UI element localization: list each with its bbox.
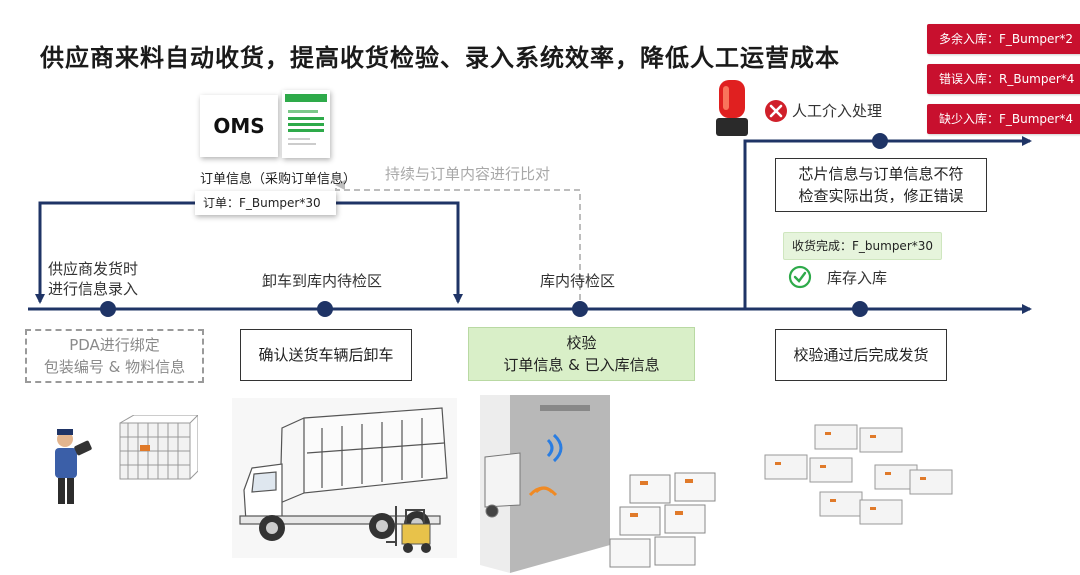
stock-in-label: 库存入库 <box>827 269 888 287</box>
oms-logo: OMS <box>213 114 265 138</box>
received-tag: 收货完成：F_bumper*30 <box>783 232 943 260</box>
oms-right-branch <box>336 201 463 304</box>
oms-logo-card: OMS <box>200 95 278 157</box>
alarm-beacon-icon <box>716 80 748 136</box>
pda-line-2: 包装编号 & 物料信息 <box>43 358 186 376</box>
step2-above-label: 卸车到库内待检区 <box>262 272 383 290</box>
document-icon <box>282 90 330 158</box>
exception-dot <box>872 133 888 149</box>
oms-left-branch <box>35 201 195 304</box>
step-dot-4 <box>852 301 868 317</box>
crate-stacks-illustration <box>764 424 953 525</box>
alert-tag-wrong: 错误入库：R_Bumper*4 <box>927 64 1080 94</box>
pda-line-1: PDA进行绑定 <box>69 336 160 354</box>
oms-order-label: 订单：F_Bumper*30 <box>195 191 336 215</box>
step-dot-2 <box>317 301 333 317</box>
worker-scanner-illustration <box>55 415 198 504</box>
step1-above-line-2: 进行信息录入 <box>48 280 139 298</box>
unload-confirm-box: 确认送货车辆后卸车 <box>240 329 412 381</box>
oms-caption: 订单信息（采购订单信息） <box>200 172 357 187</box>
ship-complete-box: 校验通过后完成发货 <box>775 329 947 381</box>
compare-label: 持续与订单内容进行比对 <box>385 165 551 183</box>
compare-path <box>335 185 581 300</box>
verify-line-2: 订单信息 & 已入库信息 <box>503 356 660 374</box>
pda-bind-box: PDA进行绑定 包装编号 & 物料信息 <box>25 329 204 383</box>
step1-above-label: 供应商发货时 进行信息录入 <box>48 259 138 299</box>
alert-tag-extra: 多余入库：F_Bumper*2 <box>927 24 1080 54</box>
manual-label: 人工介入处理 <box>792 102 883 120</box>
page-title: 供应商来料自动收货，提高收货检验、录入系统效率，降低人工运营成本 <box>40 44 840 72</box>
step1-above-line-1: 供应商发货时 <box>48 260 139 278</box>
spreadsheet-icon <box>285 94 327 145</box>
check-circle-icon <box>788 265 812 289</box>
step3-above-label: 库内待检区 <box>540 272 616 290</box>
rfid-gate-illustration <box>470 395 725 573</box>
verify-box: 校验 订单信息 & 已入库信息 <box>468 327 695 381</box>
mismatch-line-1: 芯片信息与订单信息不符 <box>798 165 964 183</box>
truck-unloading-illustration <box>232 398 457 558</box>
step-dot-1 <box>100 301 116 317</box>
verify-line-1: 校验 <box>566 334 597 352</box>
exception-branch <box>743 136 1032 309</box>
alert-tag-missing: 缺少入库：F_Bumper*4 <box>927 104 1080 134</box>
mismatch-box: 芯片信息与订单信息不符 检查实际出货，修正错误 <box>775 158 987 212</box>
error-x-icon <box>765 100 787 122</box>
mismatch-line-2: 检查实际出货，修正错误 <box>798 187 964 205</box>
step-dot-3 <box>572 301 588 317</box>
